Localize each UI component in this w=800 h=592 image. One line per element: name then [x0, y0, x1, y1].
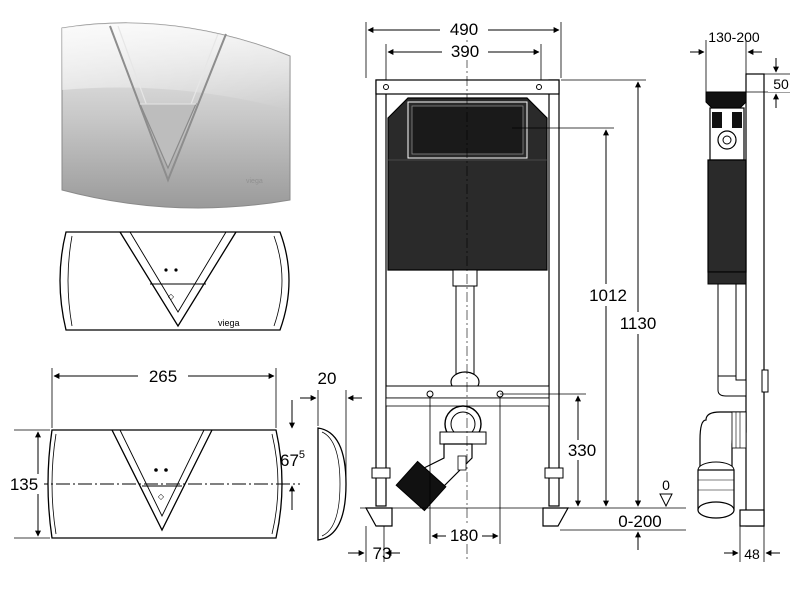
dim-plate-depth: 20 — [318, 369, 337, 388]
drawing-brand-label: viega — [218, 318, 240, 328]
dim-plate-height: 135 — [10, 475, 38, 494]
dim-frame-inner-width: 390 — [451, 42, 479, 61]
dim-floor-range: 0-200 — [618, 512, 661, 531]
dim-total-height: 1130 — [620, 314, 657, 333]
dim-plate-offset: 67 — [280, 451, 299, 470]
dim-floor-zero: 0 — [662, 477, 670, 493]
svg-text:675: 675 — [280, 449, 305, 470]
flush-plate-photo: viega — [61, 22, 291, 209]
dim-foot-offset: 73 — [373, 544, 392, 563]
dim-outlet-height: 330 — [568, 441, 596, 460]
flush-plate-dimension-drawing: ◇ 265 135 20 675 — [6, 366, 362, 541]
flush-plate-line-drawing: ◇ viega — [59, 231, 290, 331]
dim-cistern-height: 1012 — [589, 286, 627, 305]
dim-plate-width: 265 — [149, 367, 177, 386]
dim-side-bottom-offset: 48 — [744, 546, 760, 562]
svg-text:◇: ◇ — [158, 492, 165, 501]
installation-frame-front-view: 490 390 1012 1130 330 180 73 — [348, 20, 686, 563]
svg-text:◇: ◇ — [168, 292, 175, 301]
photo-brand-label: viega — [246, 178, 263, 185]
dim-plate-offset-sup: 5 — [299, 449, 305, 461]
dim-frame-outer-width: 490 — [450, 20, 478, 39]
installation-frame-side-view: 130-200 50 48 — [690, 29, 792, 562]
dim-side-top-offset: 50 — [773, 76, 789, 92]
dim-outlet-offset: 180 — [450, 526, 478, 545]
dim-side-depth-range: 130-200 — [708, 29, 760, 45]
